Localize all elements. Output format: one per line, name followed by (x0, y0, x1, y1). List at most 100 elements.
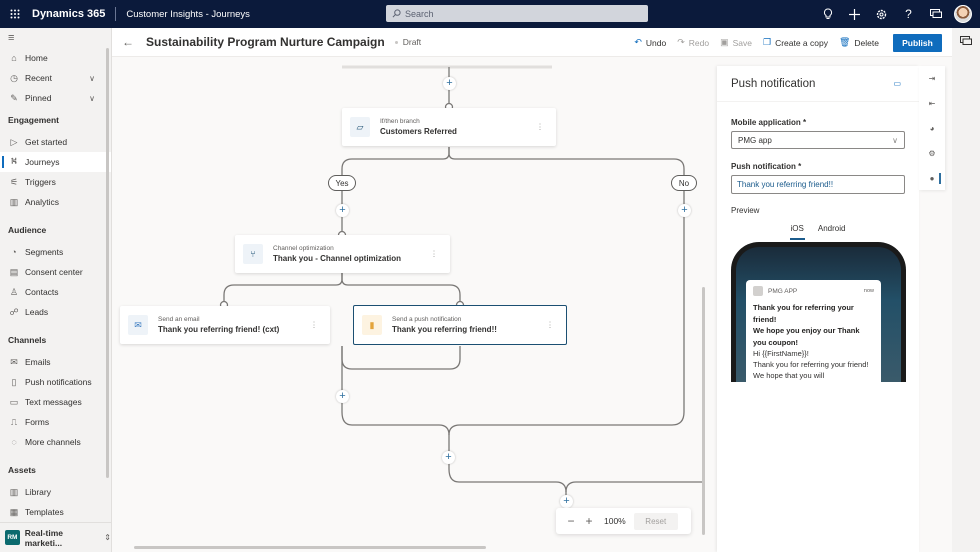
push-notification-icon[interactable]: ● (919, 166, 945, 191)
redo-button[interactable]: ↷Redo (677, 37, 709, 48)
avatar-button[interactable] (949, 0, 976, 28)
tab-ios[interactable]: iOS (784, 224, 811, 240)
add-step-button[interactable]: + (560, 495, 573, 508)
zoom-out-button[interactable]: − (567, 514, 575, 528)
more-options-icon[interactable]: ⋮ (310, 320, 318, 330)
sidebar-item-push-notifications[interactable]: ▯Push notifications (0, 372, 111, 392)
triggers-icon: ⚟ (9, 176, 19, 187)
sign-in-icon[interactable]: ⇥ (928, 74, 936, 83)
preview-body-greeting: Hi {{FirstName}}! (753, 349, 809, 358)
node-type: If/then branch (380, 118, 420, 125)
node-send-email[interactable]: ✉ Send an email Thank you referring frie… (120, 306, 330, 344)
divider (115, 7, 117, 21)
phone-preview: PMG APP now Thank you for referring your… (731, 242, 906, 382)
settings-icon[interactable] (868, 0, 895, 28)
save-button[interactable]: ▣Save (720, 37, 752, 48)
create-copy-button[interactable]: ❐Create a copy (763, 37, 828, 48)
sidebar-item-get-started[interactable]: ▷Get started (0, 132, 111, 152)
push-notification-label: Push notification * (731, 162, 802, 171)
help-icon[interactable]: ? (905, 7, 912, 21)
chat-icon[interactable] (952, 28, 980, 54)
clock-icon: ◷ (10, 72, 18, 83)
sidebar-item-label: Contacts (25, 287, 59, 297)
templates-icon: ▦ (9, 506, 19, 517)
sidebar-item-triggers[interactable]: ⚟Triggers (0, 172, 111, 192)
sidebar-item-templates[interactable]: ▦Templates (0, 502, 111, 522)
back-arrow-icon[interactable]: ← (122, 35, 134, 49)
sidebar-item-forms[interactable]: ⎍Forms (0, 412, 111, 432)
delete-button[interactable]: 🗑︎Delete (839, 37, 879, 48)
preview-body-text: Thank you for referring your friend! We … (753, 360, 869, 380)
globe-icon[interactable]: ◕ (929, 124, 935, 133)
horizontal-scrollbar[interactable] (134, 546, 486, 549)
preview-app-name: PMG APP (768, 287, 798, 295)
node-name: Thank you - Channel optimization (273, 254, 401, 263)
sidebar-item-text-messages[interactable]: ▭Text messages (0, 392, 111, 412)
preview-time: now (863, 288, 874, 294)
sidebar-item-library[interactable]: ▥Library (0, 482, 111, 502)
sign-out-icon[interactable]: ⇤ (928, 99, 936, 108)
sidebar-item-recent[interactable]: ◷Recent∨ (0, 68, 111, 88)
add-step-button[interactable]: + (678, 204, 691, 217)
top-bar: Dynamics 365 Customer Insights - Journey… (0, 0, 980, 28)
sidebar-item-analytics[interactable]: ▥Analytics (0, 192, 111, 212)
node-name: Thank you referring friend! (cxt) (158, 325, 280, 334)
journey-canvas[interactable]: + ▱ If/then branch Customers Referred ⋮ … (112, 57, 717, 552)
keyboard-icon[interactable]: ▭ (893, 79, 901, 88)
app-name[interactable]: Customer Insights - Journeys (126, 8, 250, 20)
push-notification-field[interactable]: Thank you referring friend!! (731, 175, 905, 194)
sidebar-item-label: Get started (25, 137, 68, 147)
zoom-controls: − + 100% Reset (556, 508, 691, 534)
redo-label: Redo (688, 37, 710, 48)
add-step-button[interactable]: + (336, 204, 349, 217)
publish-button[interactable]: Publish (893, 33, 942, 52)
area-switcher[interactable]: RM Real-time marketi... ⇕ (0, 522, 111, 552)
hamburger-menu-icon[interactable]: ≡ (8, 32, 15, 44)
sms-icon: ▭ (9, 396, 19, 407)
sidebar-item-pinned[interactable]: ✎Pinned∨ (0, 88, 111, 108)
sidebar-item-leads[interactable]: ☍Leads (0, 302, 111, 322)
undo-button[interactable]: ↶Undo (634, 37, 666, 48)
branch-icon: ▱ (350, 117, 370, 137)
sidebar-item-home[interactable]: ⌂Home (0, 48, 111, 68)
avatar (953, 5, 972, 23)
mobile-app-select[interactable]: PMG app ∨ (731, 131, 905, 149)
more-options-icon[interactable]: ⋮ (546, 320, 554, 330)
channel-optimization-icon: ⑂ (243, 244, 263, 264)
settings-icon[interactable]: ⚙ (928, 149, 936, 158)
sidebar-item-label: Library (25, 487, 51, 497)
brand-name[interactable]: Dynamics 365 (32, 8, 106, 20)
sidebar-item-consent-center[interactable]: ▤Consent center (0, 262, 111, 282)
lightbulb-icon[interactable] (814, 0, 841, 28)
sidebar-scrollbar[interactable] (106, 48, 109, 478)
reset-zoom-button[interactable]: Reset (633, 512, 678, 530)
plus-icon[interactable] (841, 0, 868, 28)
sidebar-item-segments[interactable]: ◔Segments (0, 242, 111, 262)
add-step-button[interactable]: + (336, 390, 349, 403)
vertical-scrollbar[interactable] (702, 287, 705, 535)
sidebar-item-contacts[interactable]: ♙ Contacts (0, 282, 111, 302)
sidebar-item-more-channels[interactable]: ◌More channels (0, 432, 111, 452)
sidebar-item-journeys[interactable]: ⛕Journeys (0, 152, 111, 172)
mail-icon: ✉ (128, 315, 148, 335)
add-step-button[interactable]: + (442, 451, 455, 464)
area-badge: RM (5, 530, 20, 545)
add-step-button[interactable]: + (443, 77, 456, 90)
contact-icon: ♙ (9, 286, 19, 297)
sidebar-item-label: Analytics (25, 197, 60, 207)
sidebar-item-label: Forms (25, 417, 50, 427)
node-channel-optimization[interactable]: ⑂ Channel optimization Thank you - Chann… (235, 235, 450, 273)
sidebar-item-emails[interactable]: ✉Emails (0, 352, 111, 372)
panel-title: Push notification (731, 77, 816, 90)
more-channels-icon: ◌ (11, 437, 17, 447)
app-launcher-icon[interactable] (2, 0, 28, 28)
more-options-icon[interactable]: ⋮ (536, 122, 544, 132)
tab-android[interactable]: Android (817, 224, 846, 233)
search-input[interactable]: Search (386, 5, 648, 22)
zoom-in-button[interactable]: + (585, 514, 593, 528)
chat-icon[interactable] (922, 0, 949, 28)
more-options-icon[interactable]: ⋮ (430, 249, 438, 259)
section-assets: Assets (8, 465, 36, 475)
node-if-then-branch[interactable]: ▱ If/then branch Customers Referred ⋮ (342, 108, 556, 146)
node-send-push-notification[interactable]: ▮ Send a push notification Thank you ref… (353, 305, 567, 345)
